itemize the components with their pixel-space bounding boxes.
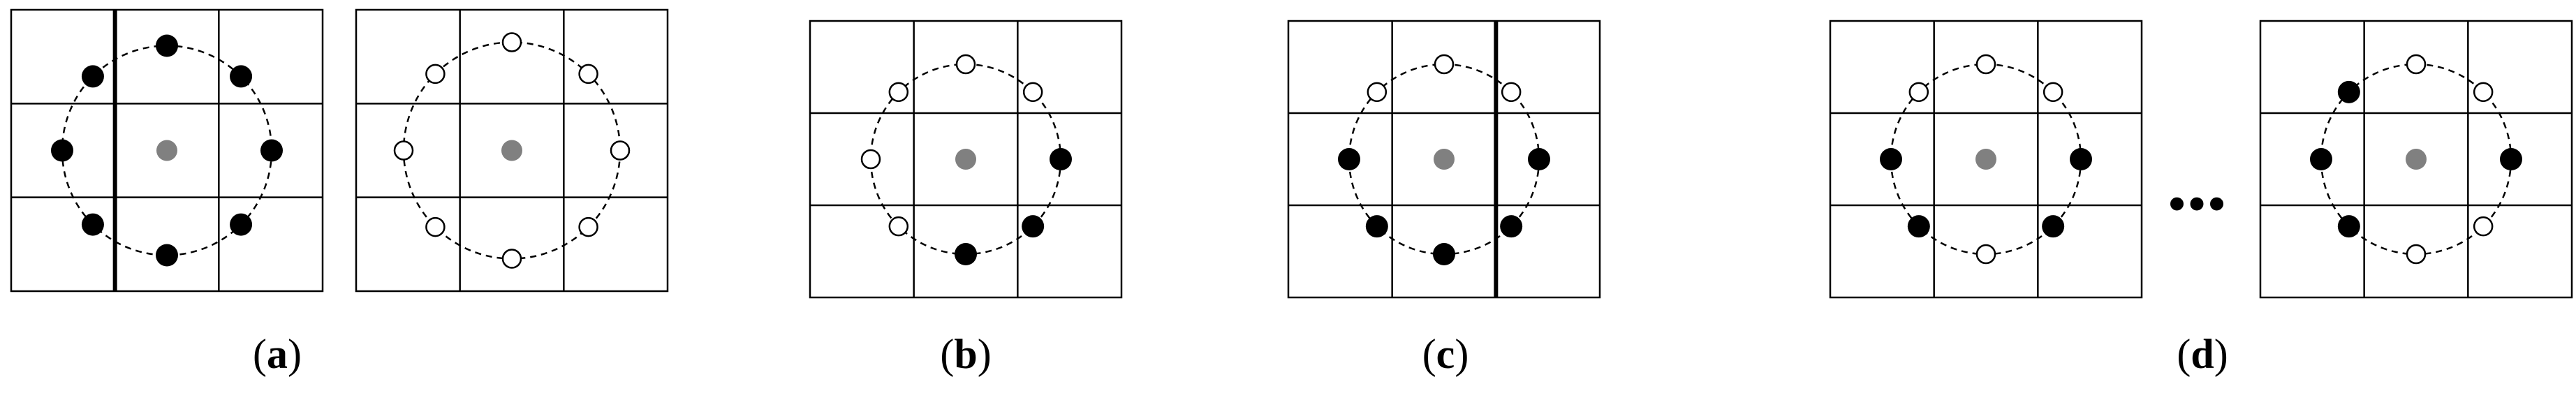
center-pixel — [2406, 149, 2427, 170]
sample-point-hollow — [425, 216, 446, 237]
sample-point-filled — [1022, 215, 1045, 238]
grid-border — [1287, 20, 1601, 299]
sample-point-hollow — [1975, 244, 1996, 265]
center-pixel — [955, 149, 976, 170]
sample-point-filled — [2310, 148, 2332, 170]
sample-point-filled — [1880, 148, 1902, 170]
sample-point-hollow — [1975, 54, 1996, 75]
grid-border — [809, 20, 1123, 299]
sample-point-filled — [260, 139, 283, 162]
sample-point-hollow — [1022, 82, 1043, 103]
sample-point-hollow — [1434, 54, 1455, 75]
sample-point-hollow — [955, 54, 976, 75]
sample-point-filled — [230, 213, 253, 236]
sample-point-filled — [156, 34, 178, 57]
sample-point-filled — [2500, 148, 2522, 170]
sample-point-hollow — [578, 216, 598, 237]
grid-border — [1829, 20, 2143, 299]
label-a-letter: a — [267, 331, 288, 377]
sample-point-filled — [1338, 148, 1360, 170]
svg-text:(a): (a) — [253, 331, 302, 377]
ellipsis: ••• — [2168, 176, 2228, 230]
sample-point-hollow — [1367, 82, 1388, 103]
sample-point-filled — [1365, 215, 1388, 238]
sample-point-filled — [230, 65, 253, 88]
svg-text:(d): (d) — [2177, 331, 2228, 377]
label-c: (c) — [1422, 331, 1469, 377]
lbp-grid — [10, 8, 324, 293]
center-pixel — [156, 140, 177, 161]
sample-point-hollow — [860, 149, 881, 170]
grid-border — [10, 8, 324, 293]
center-pixel — [1434, 149, 1455, 170]
sample-point-hollow — [2473, 82, 2494, 103]
sample-point-filled — [2337, 80, 2360, 103]
sample-point-hollow — [2406, 54, 2427, 75]
label-b: (b) — [940, 331, 991, 377]
lbp-grid — [1287, 20, 1601, 299]
center-pixel — [1975, 149, 1996, 170]
sample-point-filled — [81, 65, 104, 88]
sample-point-hollow — [1908, 82, 1929, 103]
sample-point-hollow — [888, 82, 909, 103]
sample-point-filled — [1500, 215, 1523, 238]
sample-point-filled — [1528, 148, 1550, 170]
sample-point-filled — [955, 243, 977, 265]
label-d-letter: d — [2191, 331, 2214, 377]
sample-point-hollow — [2043, 82, 2063, 103]
sample-point-filled — [1907, 215, 1930, 238]
center-pixel — [501, 140, 522, 161]
grid-border — [2259, 20, 2573, 299]
sample-point-filled — [156, 244, 178, 267]
sample-point-hollow — [888, 216, 909, 237]
sample-point-filled — [2337, 215, 2360, 238]
sample-point-filled — [81, 213, 104, 236]
sample-point-hollow — [393, 140, 414, 161]
sample-point-hollow — [610, 140, 631, 161]
sample-point-filled — [1050, 148, 1072, 170]
lbp-grid — [809, 20, 1123, 299]
lbp-grid — [355, 8, 669, 293]
lbp-grid — [1829, 20, 2143, 299]
sample-point-hollow — [425, 64, 446, 84]
sample-point-filled — [2042, 215, 2065, 238]
sample-point-hollow — [578, 64, 598, 84]
label-b-letter: b — [954, 331, 977, 377]
sample-point-hollow — [2406, 244, 2427, 265]
label-d: (d) — [2177, 331, 2228, 377]
sample-point-hollow — [501, 249, 522, 269]
grids-layer — [10, 8, 2573, 299]
label-c-letter: c — [1436, 331, 1455, 377]
label-a: (a) — [253, 331, 302, 377]
grid-border — [355, 8, 669, 293]
lbp-grid — [2259, 20, 2573, 299]
sample-point-hollow — [2473, 216, 2494, 237]
sample-point-hollow — [501, 32, 522, 52]
svg-text:(b): (b) — [940, 331, 991, 377]
sample-point-hollow — [1501, 82, 1522, 103]
sample-point-filled — [1433, 243, 1455, 265]
sample-point-filled — [2070, 148, 2092, 170]
sample-point-filled — [51, 139, 73, 162]
svg-text:(c): (c) — [1422, 331, 1469, 377]
